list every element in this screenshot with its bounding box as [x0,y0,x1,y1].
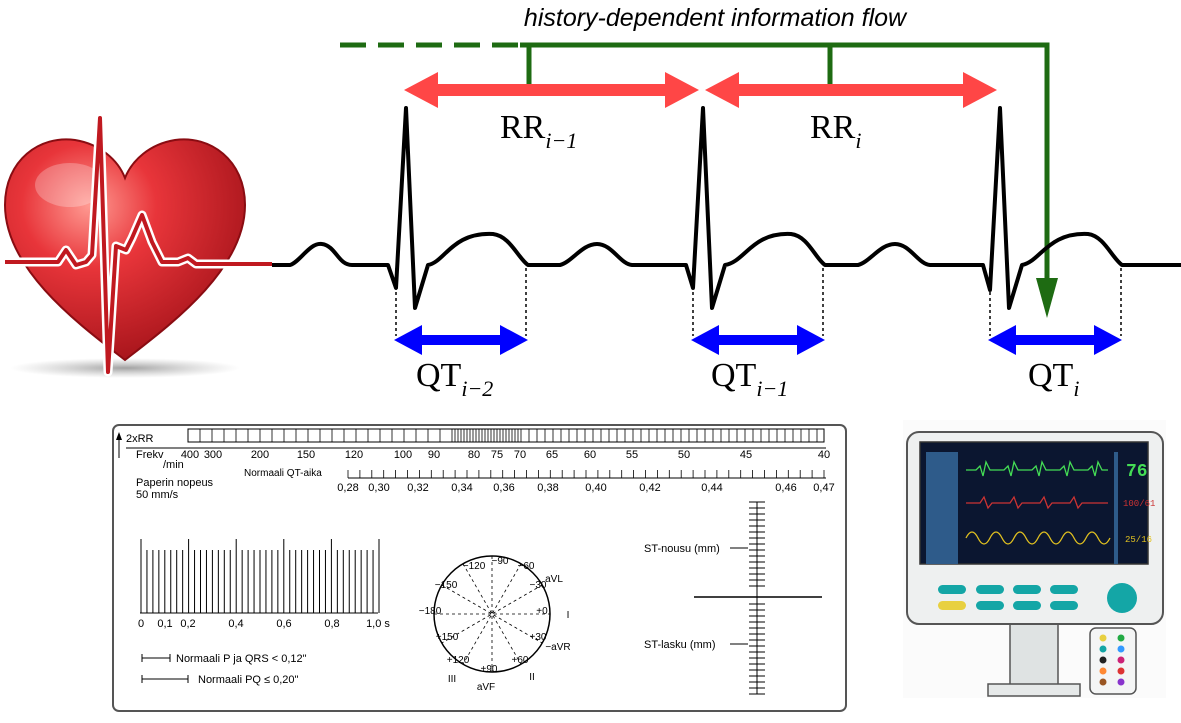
qt-tick-label: 0,30 [368,482,389,494]
qt-tick-label: 0,36 [493,482,514,494]
axis-label: aVF [477,682,495,693]
axis-label: +60 [512,655,529,666]
qt-markers [395,268,1122,336]
ruler-speed-value: 50 mm/s [136,489,179,501]
qt-label-current: QTi [1028,357,1079,401]
ruler-rr-label: 2xRR [126,433,154,445]
qt-tick-label: 0,42 [639,482,660,494]
freq-tick-label: 120 [345,449,363,461]
monitor-bp: 100/61 [1123,499,1155,509]
time-tick-label: 0,1 [157,618,172,630]
freq-tick-label: 45 [740,449,752,461]
freq-tick-label: 65 [546,449,558,461]
qt-tick-label: 0,34 [451,482,472,494]
qt-tick-label: 0,47 [813,482,834,494]
ruler-freq-ticks: 400 300 200 150 120 100 90 80 75 70 65 60 55 50 45 40 [181,449,830,461]
ruler-time-labels: 0 0,1 0,2 0,4 0,6 0,8 1,0 s [138,618,390,630]
freq-tick-label: 60 [584,449,596,461]
qt-tick-label: 0,44 [701,482,722,494]
axis-label: −30 [530,580,547,591]
axis-label: II [529,672,535,683]
ruler-rr-ticks [187,429,818,442]
freq-tick-label: 75 [491,449,503,461]
freq-tick-label: 55 [626,449,638,461]
freq-tick-label: 70 [514,449,526,461]
rr-arrow-current [705,72,997,108]
axis-label: −120 [463,561,486,572]
axis-label: +150 [436,632,459,643]
patient-monitor-icon: 76 100/61 25/16 [903,420,1166,698]
axis-label: −60 [518,561,535,572]
ruler-freq-label: Frekv [136,449,164,461]
axis-label: +0 [536,606,548,617]
ruler-freq-unit: /min [163,459,184,471]
qt-tick-label: 0,28 [337,482,358,494]
time-tick-label: 0 [138,618,144,630]
freq-tick-label: 100 [394,449,412,461]
normal-pq: Normaali PQ ≤ 0,20" [198,674,299,686]
qt-arrow-current [988,325,1122,355]
time-tick-label: 1,0 s [366,618,390,630]
time-tick-label: 0,6 [276,618,291,630]
history-flow-arrow [340,42,1058,318]
normal-p-qrs: Normaali P ja QRS < 0,12" [176,653,307,665]
ecg-trace [270,106,1181,310]
freq-tick-label: 150 [297,449,315,461]
qt-tick-label: 0,40 [585,482,606,494]
axis-label: −150 [435,580,458,591]
freq-tick-label: 40 [818,449,830,461]
freq-tick-label: 400 [181,449,199,461]
ruler-speed-label: Paperin nopeus [136,477,214,489]
qt-tick-label: 0,46 [775,482,796,494]
qt-label-prev2: QTi−2 [416,357,493,401]
axis-label: −aVR [545,642,570,653]
qt-tick-label: 0,38 [537,482,558,494]
ruler-time-scale [140,539,380,613]
monitor-other: 25/16 [1125,535,1152,545]
freq-tick-label: 300 [204,449,222,461]
axis-label: +30 [530,632,547,643]
axis-label: +120 [447,655,470,666]
ruler-qt-label: Normaali QT-aika [244,468,322,479]
qt-arrow-prev1 [691,325,825,355]
st-down-label: ST-lasku (mm) [644,639,716,651]
time-tick-label: 0,4 [228,618,243,630]
rr-label-prev: RRi−1 [500,109,577,153]
hexaxial-diagram: −120 −90 −60 aVL −150 −30 −180 +0 I +150 +30−aVR +1… [419,555,571,693]
freq-tick-label: 90 [428,449,440,461]
flow-title: history-dependent information flow [524,4,908,32]
freq-tick-label: 50 [678,449,690,461]
time-tick-label: 0,2 [180,618,195,630]
axis-label: III [448,674,456,685]
freq-tick-label: 80 [468,449,480,461]
axis-label: −180 [419,606,442,617]
time-tick-label: 0,8 [324,618,339,630]
flow-arrowhead [1036,278,1058,318]
axis-label: aVL [545,574,563,585]
rr-arrow-prev [404,72,699,108]
st-up-label: ST-nousu (mm) [644,543,720,555]
heart-icon [3,113,272,378]
ruler-qt-ticks: 0,28 0,30 0,32 0,34 0,36 0,38 0,40 0,42 0,44 0,46… [337,470,835,494]
qt-arrow-prev2 [394,325,528,355]
freq-tick-label: 200 [251,449,269,461]
axis-label: +90 [481,664,498,675]
qt-label-prev1: QTi−1 [711,357,788,401]
rr-label-current: RRi [810,109,861,153]
axis-label: −90 [492,556,509,567]
qt-tick-label: 0,32 [407,482,428,494]
monitor-heart-rate: 76 [1126,462,1148,482]
axis-label: I [567,610,570,621]
